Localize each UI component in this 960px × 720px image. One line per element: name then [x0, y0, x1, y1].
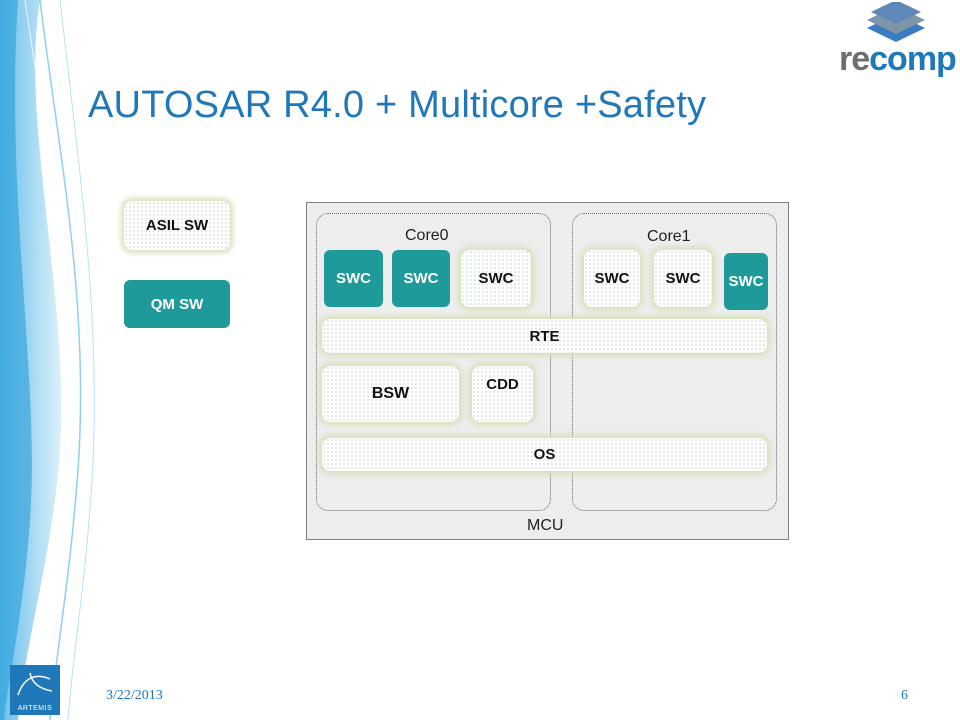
- artemis-logo-text: ARTEMIS: [17, 705, 53, 712]
- mcu-block: Core0 Core1 SWC SWC SWC SWC SWC SWC RTE …: [306, 202, 789, 540]
- bsw-block: BSW: [322, 366, 459, 422]
- legend-asil-sw: ASIL SW: [124, 201, 230, 250]
- slide-date: 3/22/2013: [106, 688, 163, 703]
- rte-block: RTE: [322, 319, 767, 353]
- legend-asil-label: ASIL SW: [145, 217, 209, 234]
- swc-block: SWC: [654, 250, 712, 307]
- mcu-label: MCU: [527, 517, 564, 534]
- recomp-logo-icon: [867, 2, 925, 42]
- cdd-block: CDD: [472, 366, 533, 422]
- slide-title: AUTOSAR R4.0 + Multicore +Safety: [88, 84, 707, 126]
- core1-label: Core1: [647, 228, 691, 245]
- page-number: 6: [901, 688, 908, 703]
- os-block: OS: [322, 438, 767, 471]
- decorative-swoosh: [0, 0, 95, 720]
- core0-label: Core0: [405, 227, 449, 244]
- swc-block: SWC: [461, 250, 531, 307]
- artemis-figure-icon: [17, 672, 53, 696]
- core0-block: [316, 213, 551, 511]
- legend-qm-label: QM SW: [150, 295, 204, 313]
- swc-block: SWC: [724, 253, 768, 310]
- artemis-logo: ARTEMIS: [10, 665, 60, 715]
- legend-qm-sw: QM SW: [124, 280, 230, 328]
- core1-block: [572, 213, 777, 511]
- swc-block: SWC: [584, 250, 640, 307]
- swc-block: SWC: [392, 250, 450, 307]
- recomp-logo-text: recomp: [839, 40, 957, 78]
- swc-block: SWC: [324, 250, 383, 307]
